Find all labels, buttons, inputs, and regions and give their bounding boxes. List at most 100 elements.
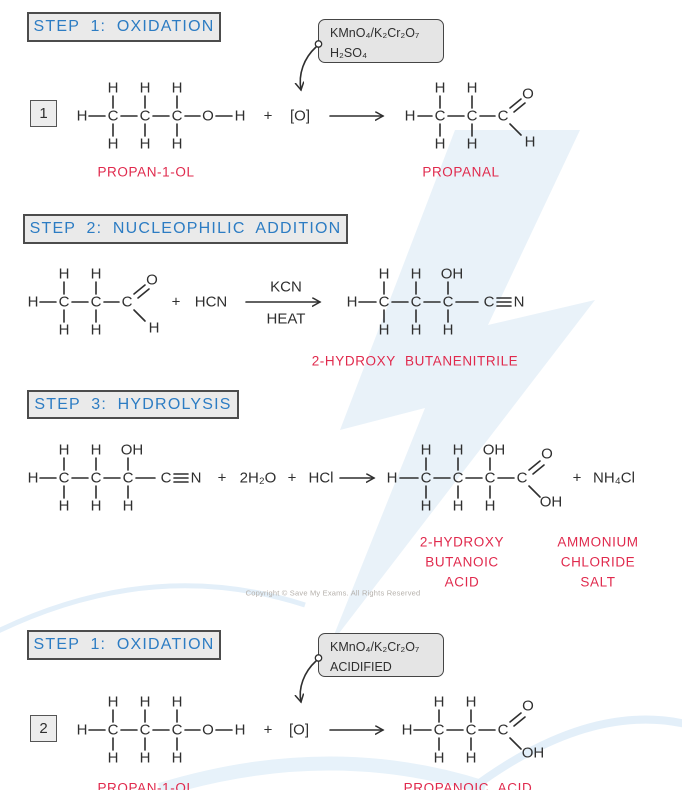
atom-label: N — [191, 470, 202, 487]
atom-label: + — [288, 470, 297, 487]
atom-label: H — [91, 442, 102, 459]
atom-label: C — [434, 722, 445, 739]
atom-label: H — [108, 136, 119, 153]
step-1-header: STEP 1: OXIDATION — [27, 12, 221, 42]
bond-line — [528, 460, 541, 471]
atom-label: H — [435, 80, 446, 97]
atom-label: C — [467, 108, 478, 125]
reaction-number-2-box: 2 — [30, 715, 57, 742]
atom-label: C — [466, 722, 477, 739]
atom-label: O — [202, 722, 214, 739]
reagent-tag-oxidation-2: KMnO₄/K₂Cr₂O₇ ACIDIFIED — [318, 633, 444, 677]
atom-label: C — [435, 108, 446, 125]
compound-label-propanal: PROPANAL — [422, 164, 500, 180]
atom-label: H — [172, 136, 183, 153]
atom-label: O — [202, 108, 214, 125]
reagent-line-acid: H₂SO₄ — [330, 46, 368, 60]
compound-label-propanoic-acid: PROPANOIC ACID — [403, 780, 533, 790]
atom-label: H — [172, 750, 183, 767]
atom-label: H — [149, 320, 160, 337]
atom-label: H — [485, 498, 496, 515]
atom-label: H — [140, 80, 151, 97]
atom-label: H — [405, 108, 416, 125]
atom-label: H — [453, 498, 464, 515]
atom-label: + — [172, 294, 181, 311]
reagent-curved-arrow — [300, 46, 317, 90]
atom-label: C — [172, 722, 183, 739]
atom-label: C — [140, 722, 151, 739]
atom-label: H — [108, 750, 119, 767]
atom-label: H — [443, 322, 454, 339]
atom-label: C — [484, 294, 495, 311]
atom-label: O — [522, 698, 534, 715]
atom-label: C — [108, 108, 119, 125]
atom-label: C — [91, 294, 102, 311]
compound-label-2-hydroxybutanenitrile: 2-HYDROXY BUTANENITRILE — [311, 353, 519, 369]
atom-label: O — [146, 272, 158, 289]
atom-label: OH — [540, 494, 563, 511]
bond-line — [513, 716, 526, 727]
atom-label: + — [264, 108, 273, 125]
atom-label: H — [466, 694, 477, 711]
atom-label: H — [387, 470, 398, 487]
atom-label: OH — [483, 442, 506, 459]
atom-label: H — [235, 108, 246, 125]
atom-label: H — [108, 80, 119, 97]
atom-label: H — [140, 750, 151, 767]
atom-label: HCl — [309, 470, 334, 487]
reagent-curved-arrow — [300, 660, 317, 702]
reaction-number-1-box: 1 — [30, 100, 57, 127]
atom-label: H — [172, 694, 183, 711]
atom-label: C — [59, 294, 70, 311]
reagent-line-oxidants: KMnO₄/K₂Cr₂O₇ — [330, 26, 420, 40]
atom-label: H — [77, 108, 88, 125]
atom-label: H — [467, 136, 478, 153]
atom-label: C — [453, 470, 464, 487]
atom-label: + — [264, 722, 273, 739]
atom-label: C — [140, 108, 151, 125]
atom-label: H — [421, 498, 432, 515]
atom-label: C — [498, 108, 509, 125]
atom-label: H — [91, 498, 102, 515]
atom-label: C — [517, 470, 528, 487]
atom-label: H — [77, 722, 88, 739]
atom-label: H — [108, 694, 119, 711]
atom-label: H — [402, 722, 413, 739]
atom-label: H — [91, 322, 102, 339]
bond-line — [509, 98, 522, 109]
atom-label: H — [123, 498, 134, 515]
atom-label: H — [411, 322, 422, 339]
atom-label: H — [467, 80, 478, 97]
atom-label: OH — [441, 266, 464, 283]
compound-label-propan-1-ol: PROPAN-1-OL — [97, 164, 195, 180]
bond-line — [528, 485, 541, 498]
atom-label: H — [379, 266, 390, 283]
atom-label: C — [411, 294, 422, 311]
atom-label: HCN — [195, 294, 228, 311]
atom-label: OH — [121, 442, 144, 459]
bond-line — [509, 737, 522, 750]
atom-label: C — [123, 470, 134, 487]
compound-label-salt: SALT — [580, 574, 616, 590]
bond-line — [133, 309, 146, 322]
atom-label: H — [140, 694, 151, 711]
atom-label: C — [172, 108, 183, 125]
atom-label: H — [434, 694, 445, 711]
atom-label: C — [485, 470, 496, 487]
atom-label: OH — [522, 745, 545, 762]
atom-label: + — [218, 470, 227, 487]
atom-label: C — [108, 722, 119, 739]
atom-label: H — [525, 134, 536, 151]
atom-label: C — [443, 294, 454, 311]
bond-line — [509, 712, 522, 723]
atom-label: O — [522, 86, 534, 103]
atom-label: C — [379, 294, 390, 311]
reagent-line-oxidants: KMnO₄/K₂Cr₂O₇ — [330, 640, 420, 654]
atom-label: O — [541, 446, 553, 463]
atom-label: H — [172, 80, 183, 97]
atom-label: + — [573, 470, 582, 487]
atom-label: H — [435, 136, 446, 153]
atom-label: H — [59, 322, 70, 339]
compound-label-acid: ACID — [444, 574, 480, 590]
